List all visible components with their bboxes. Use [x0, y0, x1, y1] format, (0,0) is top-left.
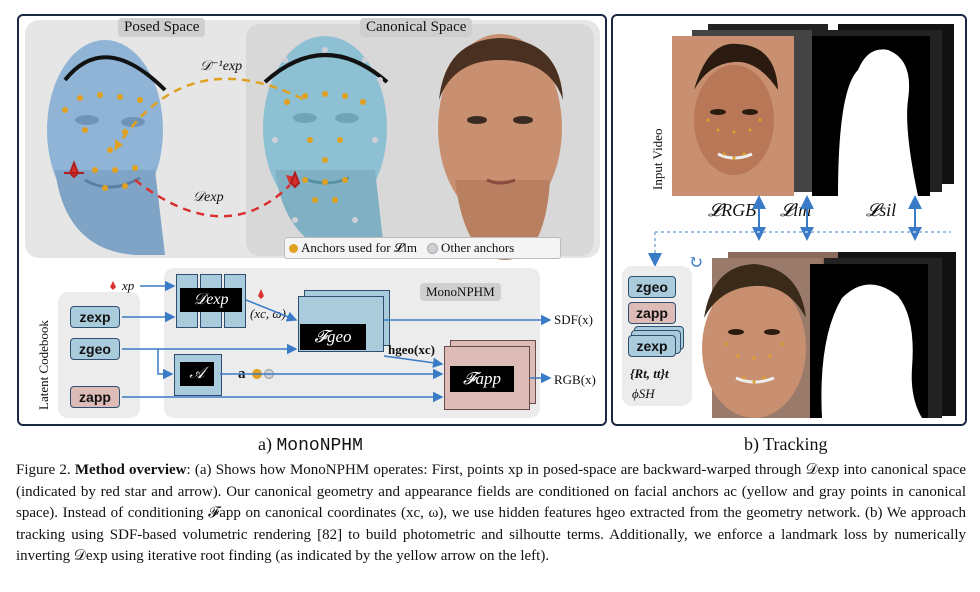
track-code-z-app: zapp	[628, 302, 676, 324]
pose-params-label: {Rt, tt}t	[630, 366, 669, 382]
caption-title: Method overview	[75, 462, 187, 478]
input-video-label: Input Video	[650, 129, 666, 190]
sh-params-label: ϕSH	[632, 386, 655, 402]
track-code-z-exp: zexp	[628, 335, 676, 357]
subcaption-a-prefix: a)	[258, 434, 276, 454]
input-video-frames	[668, 20, 964, 200]
track-code-z-geo: zgeo	[628, 276, 676, 298]
rendered-frames	[692, 248, 964, 422]
subcaption-b: b) Tracking	[744, 434, 828, 455]
subcaption-a-name: MonoNPHM	[276, 436, 362, 456]
caption-fig-label: Figure 2.	[16, 462, 71, 478]
figure-caption: Figure 2. Method overview: (a) Shows how…	[16, 460, 966, 568]
flow-arrows-a	[0, 0, 610, 430]
subcaption-a: a) MonoNPHM	[258, 434, 363, 456]
